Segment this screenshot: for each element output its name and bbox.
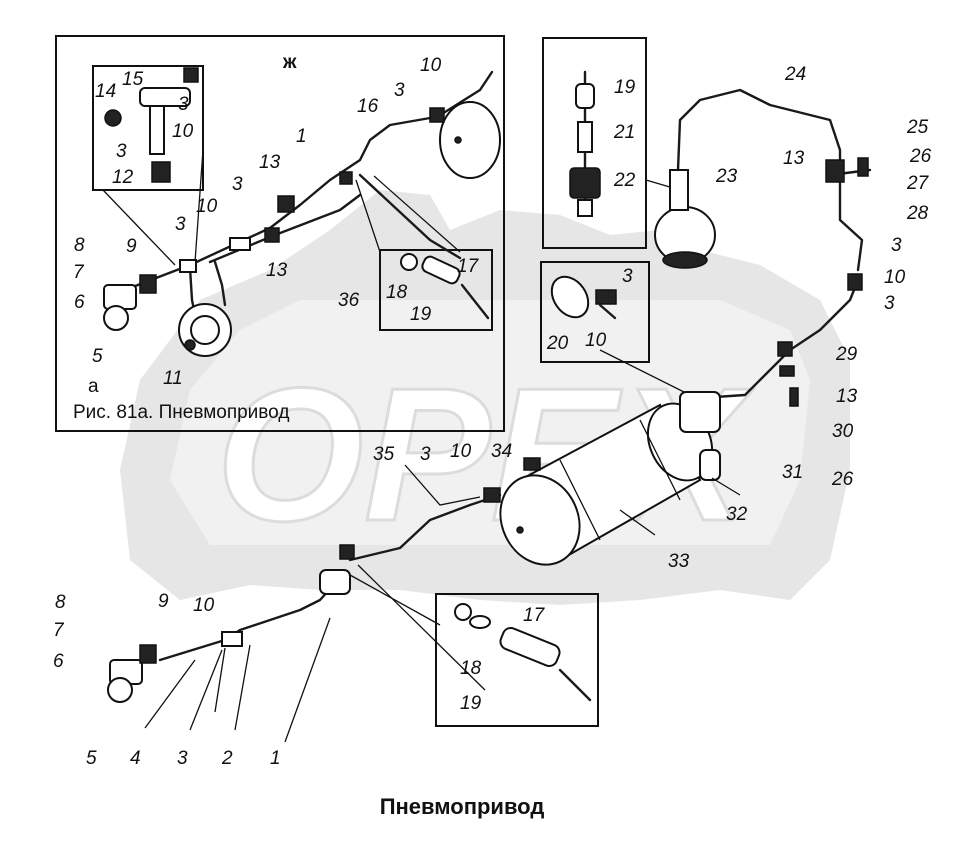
main-drawing [107, 88, 872, 743]
callout-32: 32 [726, 504, 748, 525]
callout-9: 9 [158, 591, 169, 612]
callout-2: 2 [221, 748, 233, 769]
callout-a-11: 11 [163, 368, 183, 389]
callout-28: 28 [906, 203, 929, 224]
callout-v-22: 22 [613, 170, 636, 191]
callout-a-7: 7 [73, 262, 85, 283]
callout-c-19: 19 [460, 693, 482, 714]
callout-29: 29 [835, 344, 858, 365]
callout-a-18: 18 [386, 282, 408, 303]
callout-a-5: 5 [92, 346, 103, 367]
detail-callouts: 19 21 22 3 20 10 17 18 19 [460, 77, 636, 714]
inset-a-mark: ж [282, 52, 297, 73]
callout-13d: 13 [783, 148, 805, 169]
callout-t-3: 3 [622, 266, 633, 287]
callout-v-21: 21 [613, 122, 635, 143]
callout-23: 23 [715, 166, 738, 187]
inset-a-frame [55, 35, 505, 432]
valve-detail-frame [542, 37, 647, 249]
callout-3d: 3 [884, 293, 895, 314]
callout-34: 34 [491, 441, 512, 462]
inset-coupling-frame [379, 249, 493, 331]
valve-detail-drawing [569, 70, 601, 217]
callout-a-36: 36 [338, 290, 360, 311]
inset-a-drawing [102, 67, 501, 357]
inset-a-caption: Рис. 81а. Пневмопривод [73, 402, 289, 423]
callout-7: 7 [53, 620, 65, 641]
callout-a-13: 13 [259, 152, 281, 173]
callout-a-13b: 13 [266, 260, 288, 281]
callout-a-9: 9 [126, 236, 137, 257]
callout-3c: 3 [891, 235, 902, 256]
callout-30: 30 [832, 421, 854, 442]
callout-c-18: 18 [460, 658, 482, 679]
diagram-title: Пневмопривод [380, 794, 545, 819]
callout-24: 24 [784, 64, 806, 85]
callout-a-10c: 10 [420, 55, 442, 76]
main-coupling-frame [435, 593, 599, 727]
callout-33: 33 [668, 551, 690, 572]
callout-10: 10 [193, 595, 215, 616]
callout-13c: 13 [836, 386, 858, 407]
tap-detail-frame [540, 261, 650, 363]
callout-10c: 10 [884, 267, 906, 288]
receiver-tank [499, 402, 714, 566]
callout-26: 26 [909, 146, 932, 167]
callout-a-10: 10 [172, 121, 194, 142]
callout-4: 4 [130, 748, 141, 769]
callout-a-3c: 3 [175, 214, 186, 235]
callout-a-3d: 3 [232, 174, 243, 195]
callout-a-3b: 3 [116, 141, 127, 162]
callout-a-3e: 3 [394, 80, 405, 101]
callout-3: 3 [177, 748, 188, 769]
callout-31: 31 [782, 462, 803, 483]
tap-detail-drawing [550, 275, 617, 320]
inset-a-letter: а [88, 376, 99, 397]
callout-c-17: 17 [523, 605, 546, 626]
callout-a-3: 3 [178, 94, 189, 115]
callout-1: 1 [270, 748, 281, 769]
callout-a-12: 12 [112, 167, 134, 188]
callout-26b: 26 [831, 469, 854, 490]
callout-a-10b: 10 [196, 196, 218, 217]
callout-35: 35 [373, 444, 395, 465]
callout-a-6: 6 [74, 292, 85, 313]
callout-a-17: 17 [457, 256, 480, 277]
callout-a-15: 15 [122, 69, 144, 90]
callout-6: 6 [53, 651, 64, 672]
callout-a-14: 14 [95, 81, 116, 102]
inset-a-callouts: 15 14 3 10 3 12 8 9 7 6 5 11 3 10 3 13 1… [73, 52, 480, 423]
callout-a-8: 8 [74, 235, 85, 256]
callout-10b: 10 [450, 441, 472, 462]
callout-a-16: 16 [357, 96, 379, 117]
callout-8: 8 [55, 592, 66, 613]
callout-27: 27 [906, 173, 930, 194]
callout-t-20: 20 [546, 333, 569, 354]
orex-watermark: OPEX [120, 190, 850, 605]
inset-tee-frame [92, 65, 204, 191]
callout-5: 5 [86, 748, 97, 769]
callout-t-10: 10 [585, 330, 607, 351]
callout-a-19: 19 [410, 304, 432, 325]
callout-a-1: 1 [296, 126, 307, 147]
callout-v-19: 19 [614, 77, 636, 98]
callout-25: 25 [906, 117, 929, 138]
callout-3b: 3 [420, 444, 431, 465]
pressure-regulator [654, 169, 716, 269]
main-callouts: 1 2 3 4 5 6 7 8 9 10 3 10 34 35 33 32 31… [53, 64, 932, 769]
